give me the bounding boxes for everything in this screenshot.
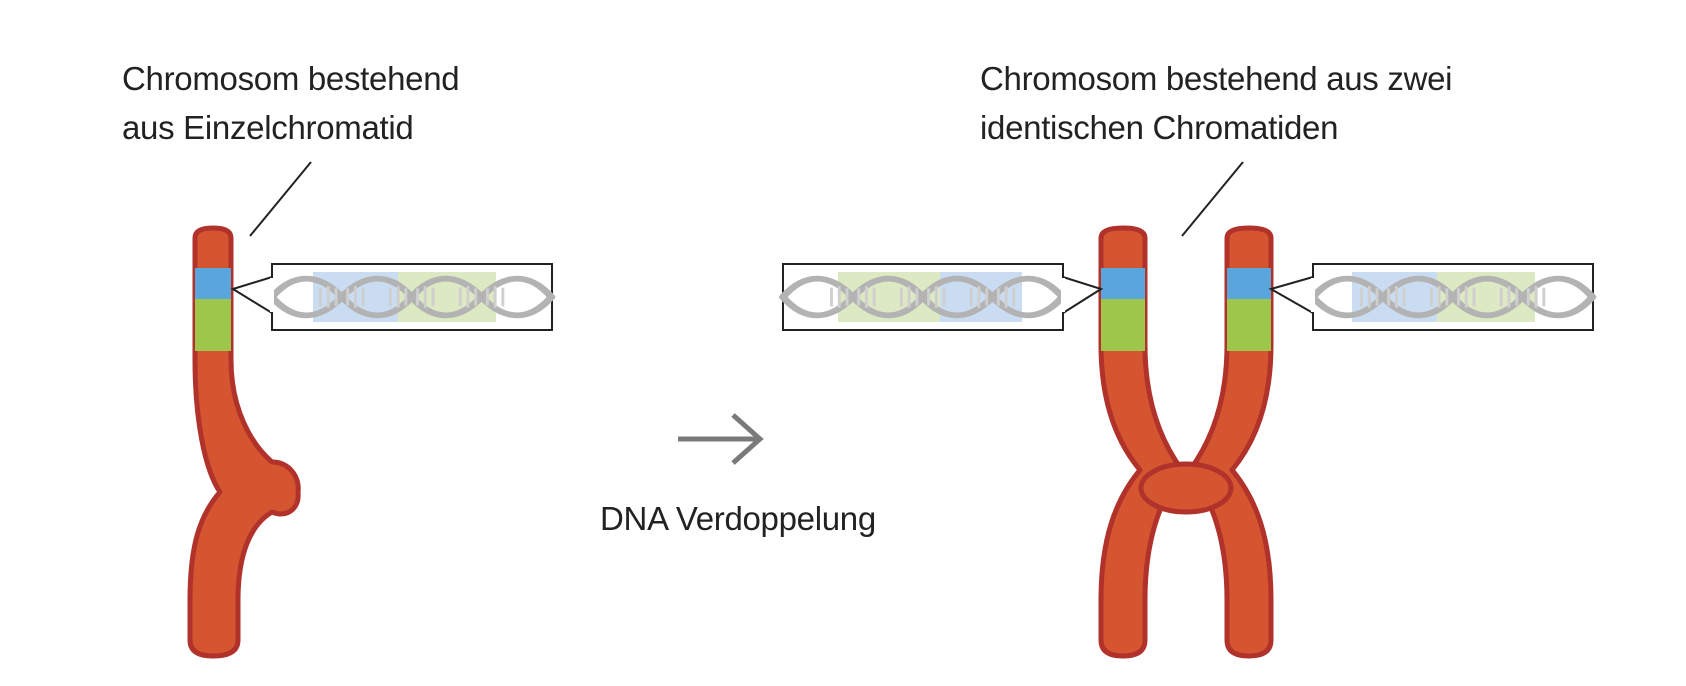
leader-line-double [1181,161,1244,237]
right-arrow-icon [678,413,764,465]
double-chromatid-label-line2: identischen Chromatiden [980,109,1338,146]
green-gene-band [195,299,231,351]
single-chromatid-label-line2: aus Einzelchromatid [122,109,413,146]
centromere [1138,461,1234,515]
double-chromatid-chromosome [1098,225,1274,659]
process-label: DNA Verdoppelung [600,500,876,537]
single-chromatid-label-line1: Chromosom bestehend [122,60,459,97]
dna-zoom-box-center [783,263,1104,331]
dna-zoom-box-right [1268,263,1593,331]
leader-line-single [249,161,312,237]
blue-gene-band [195,268,231,299]
double-chromatid-label-line1: Chromosom bestehend aus zwei [980,60,1452,97]
single-chromatid-chromosome [187,225,301,659]
dna-zoom-box-left [230,263,552,331]
